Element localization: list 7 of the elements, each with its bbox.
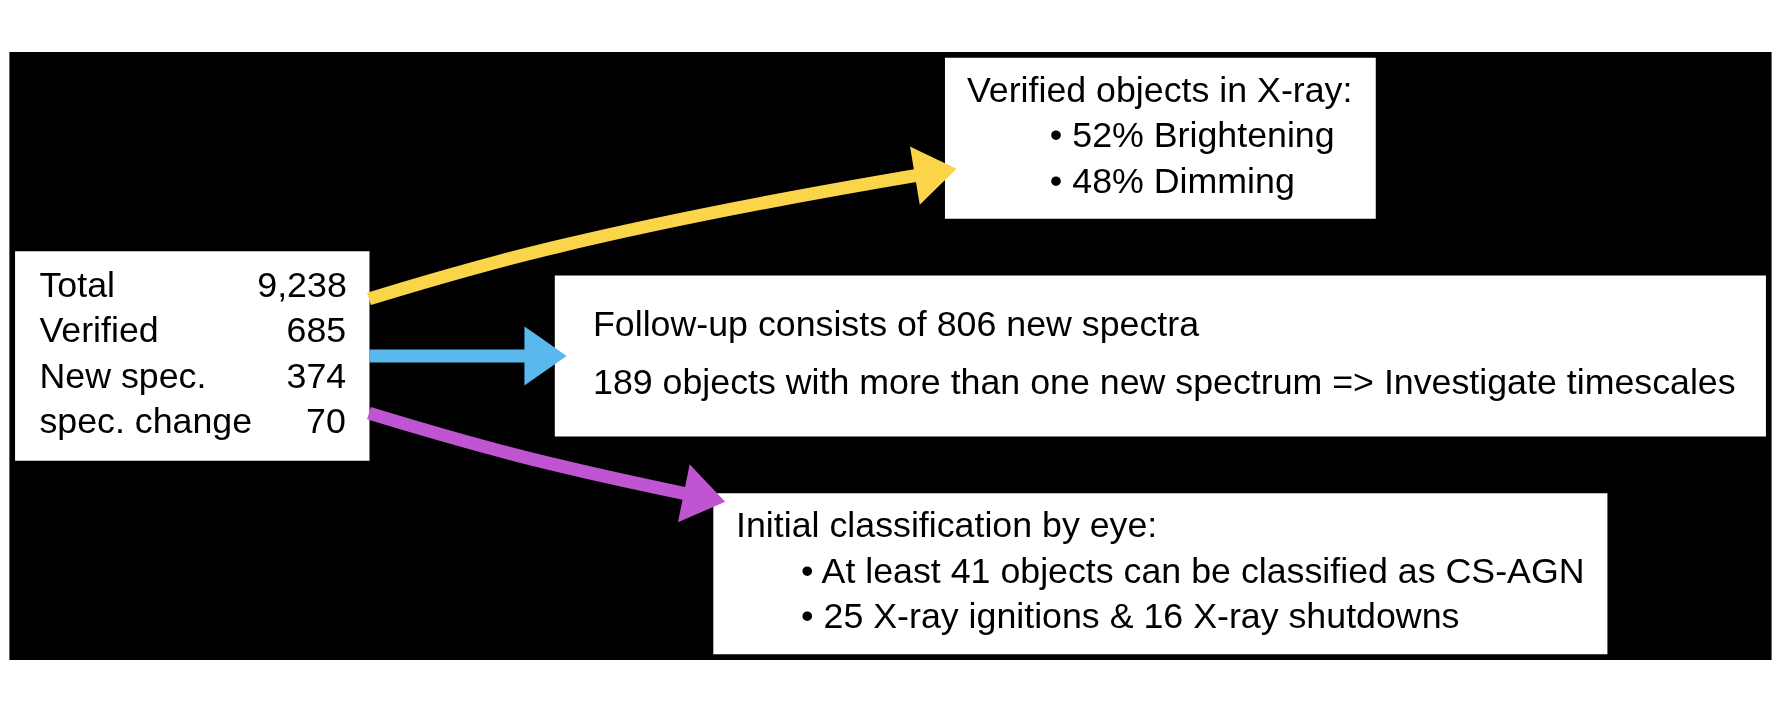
node-box: Initial classification by eye: • At least 41 objects can be classified as CS-AGN • 25 X-ray ignitions & 16 X-ray shutdowns: [713, 492, 1608, 654]
node-box: Verified objects in X-ray: • 52% Brightening • 48% Dimming: [944, 57, 1376, 219]
node-box: Total 9,238 Verified 685 New spec. 374 spec. change 70: [15, 250, 370, 461]
arrow: [369, 325, 567, 386]
node-box: Follow-up consists of 806 new spectra 189 objects with more than one new spectrum => Investigate timescales: [554, 275, 1766, 436]
arrow: [367, 406, 726, 522]
arrow: [367, 146, 957, 305]
